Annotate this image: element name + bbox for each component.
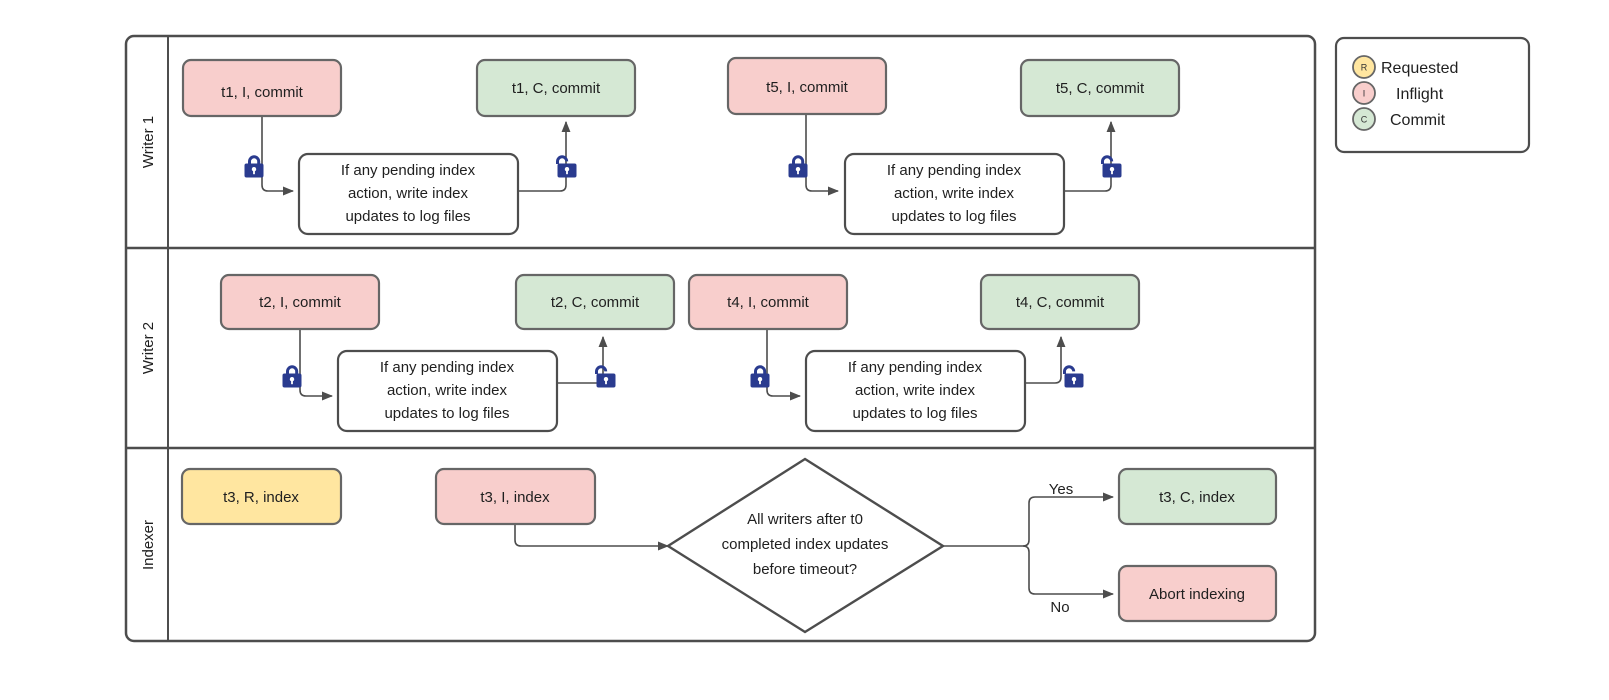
edge-decision-yes bbox=[1022, 492, 1115, 547]
edge-decision-no bbox=[1022, 545, 1115, 599]
node-w1-t1-inflight[interactable]: t1, I, commit bbox=[181, 58, 343, 118]
lane-label-writer2: Writer 2 bbox=[140, 322, 157, 374]
node-ix-t3-inflight[interactable]: t3, I, index bbox=[434, 467, 597, 526]
decision-line-2: completed index updates bbox=[722, 536, 889, 553]
node-w1-process-1[interactable]: If any pending index action, write index… bbox=[297, 152, 520, 236]
process-line-1: If any pending index bbox=[887, 162, 1022, 179]
process-line-2: action, write index bbox=[855, 382, 976, 399]
edge-w1-process-to-t5-commit bbox=[1063, 120, 1116, 192]
legend-border bbox=[1334, 36, 1531, 154]
lock-closed-icon bbox=[750, 365, 770, 388]
lane-writer2-content: t2, I, commit t2, C, commit t4, I, commi… bbox=[219, 273, 1141, 433]
process-line-2: action, write index bbox=[387, 382, 508, 399]
lock-open-icon bbox=[1063, 365, 1084, 388]
legend-label-commit: Commit bbox=[1390, 112, 1446, 129]
node-label: t5, I, commit bbox=[766, 79, 849, 96]
process-line-2: action, write index bbox=[894, 185, 1015, 202]
edge-w1-process-to-t1-commit bbox=[518, 120, 571, 192]
node-w2-process-2[interactable]: If any pending index action, write index… bbox=[804, 349, 1027, 433]
lane-label-indexer: Indexer bbox=[140, 520, 157, 570]
lock-closed-icon bbox=[788, 155, 808, 178]
node-label: t2, I, commit bbox=[259, 294, 342, 311]
lock-open-icon bbox=[556, 155, 577, 178]
edge-t3-inflight-to-decision bbox=[514, 522, 670, 551]
node-label: t4, C, commit bbox=[1016, 294, 1105, 311]
node-label: t2, C, commit bbox=[551, 294, 640, 311]
node-label: t1, I, commit bbox=[221, 84, 304, 101]
node-label: t3, R, index bbox=[223, 489, 299, 506]
process-line-3: updates to log files bbox=[384, 405, 509, 422]
legend-label-requested: Requested bbox=[1381, 60, 1458, 77]
node-decision-all-writers[interactable]: All writers after t0 completed index upd… bbox=[665, 457, 946, 634]
node-w1-t1-commit[interactable]: t1, C, commit bbox=[475, 58, 637, 118]
lock-closed-icon bbox=[244, 155, 264, 178]
process-line-1: If any pending index bbox=[341, 162, 476, 179]
legend-item-inflight: I Inflight bbox=[1352, 81, 1444, 105]
decision-line-1: All writers after t0 bbox=[747, 511, 863, 528]
node-label: t1, C, commit bbox=[512, 80, 601, 97]
node-w2-t2-inflight[interactable]: t2, I, commit bbox=[219, 273, 381, 331]
node-ix-t3-requested[interactable]: t3, R, index bbox=[180, 467, 343, 526]
node-ix-abort[interactable]: Abort indexing bbox=[1117, 564, 1278, 623]
badge-requested-icon bbox=[1352, 55, 1376, 79]
node-label: t3, I, index bbox=[480, 489, 550, 506]
lock-closed-icon bbox=[282, 365, 302, 388]
legend-item-requested: R Requested bbox=[1352, 55, 1458, 79]
edge-label-yes: Yes bbox=[1049, 481, 1073, 498]
edge-label-no: No bbox=[1050, 599, 1069, 616]
node-w1-t5-commit[interactable]: t5, C, commit bbox=[1019, 58, 1181, 118]
edge-w2-t4-inflight-to-process bbox=[766, 329, 802, 401]
badge-letter: I bbox=[1363, 89, 1366, 99]
badge-inflight-icon bbox=[1352, 81, 1376, 105]
node-ix-t3-commit[interactable]: t3, C, index bbox=[1117, 467, 1278, 526]
node-w1-process-2[interactable]: If any pending index action, write index… bbox=[843, 152, 1066, 236]
node-label: t4, I, commit bbox=[727, 294, 810, 311]
node-label: t5, C, commit bbox=[1056, 80, 1145, 97]
node-label: Abort indexing bbox=[1149, 586, 1245, 603]
process-line-3: updates to log files bbox=[891, 208, 1016, 225]
node-w2-t4-commit[interactable]: t4, C, commit bbox=[979, 273, 1141, 331]
legend-panel: R Requested I Inflight C Commit bbox=[1334, 36, 1531, 154]
badge-letter: C bbox=[1361, 115, 1368, 125]
badge-commit-icon bbox=[1352, 107, 1376, 131]
edge-w1-t5-inflight-to-process bbox=[805, 114, 840, 196]
edge-w1-t1-inflight-to-process bbox=[261, 116, 295, 196]
node-label: t3, C, index bbox=[1159, 489, 1235, 506]
process-line-1: If any pending index bbox=[848, 359, 983, 376]
process-line-3: updates to log files bbox=[345, 208, 470, 225]
lane-indexer-content: Yes No All writers after t0 completed in… bbox=[180, 457, 1278, 634]
badge-letter: R bbox=[1361, 63, 1368, 73]
lane-label-writer1: Writer 1 bbox=[140, 116, 157, 168]
lock-open-icon bbox=[1101, 155, 1122, 178]
process-line-2: action, write index bbox=[348, 185, 469, 202]
node-w1-t5-inflight[interactable]: t5, I, commit bbox=[726, 56, 888, 116]
process-line-1: If any pending index bbox=[380, 359, 515, 376]
node-w2-t4-inflight[interactable]: t4, I, commit bbox=[687, 273, 849, 331]
edge-w2-t2-inflight-to-process bbox=[299, 329, 334, 401]
process-line-3: updates to log files bbox=[852, 405, 977, 422]
lane-writer1-content: t1, I, commit t1, C, commit t5, I, commi… bbox=[181, 56, 1181, 236]
legend-item-commit: C Commit bbox=[1352, 107, 1446, 131]
node-w2-t2-commit[interactable]: t2, C, commit bbox=[514, 273, 676, 331]
node-w2-process-1[interactable]: If any pending index action, write index… bbox=[336, 349, 559, 433]
decision-line-3: before timeout? bbox=[753, 561, 857, 578]
lock-open-icon bbox=[595, 365, 616, 388]
edge-w2-process-to-t4-commit bbox=[1024, 335, 1066, 384]
legend-label-inflight: Inflight bbox=[1396, 86, 1444, 103]
